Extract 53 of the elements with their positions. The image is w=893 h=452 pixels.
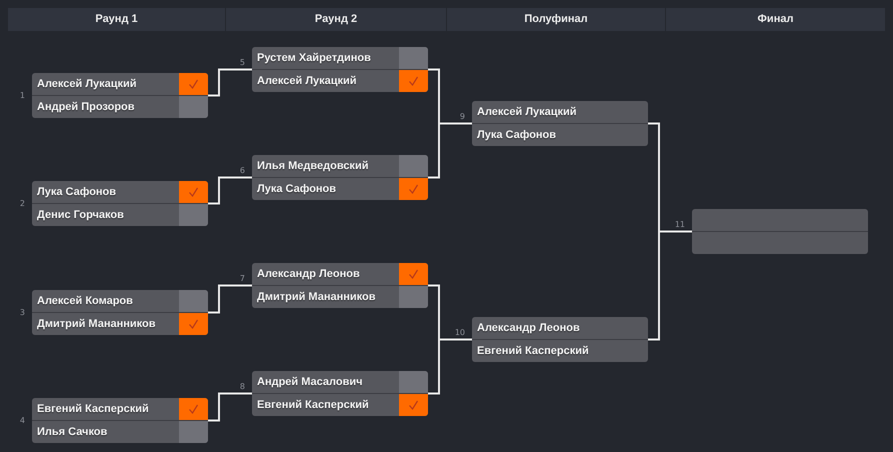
- match-card: [252, 371, 428, 416]
- column-header: Раунд 2: [226, 8, 446, 31]
- match-card: [252, 47, 428, 92]
- match-card: [252, 263, 428, 308]
- player-name: Евгений Касперский: [37, 402, 149, 416]
- match-card: [472, 101, 648, 146]
- player-name: Илья Медведовский: [257, 160, 368, 172]
- bracket-line: [428, 122, 472, 178]
- player-name: Дмитрий Мананников: [37, 318, 156, 330]
- player-name: Евгений Касперский: [477, 344, 589, 358]
- player-name: Андрей Масалович: [257, 376, 362, 388]
- player-name: Алексей Лукацкий: [37, 78, 137, 90]
- match-card: [32, 398, 208, 443]
- player-name: Алексей Комаров: [37, 294, 133, 308]
- bracket-line: [208, 392, 252, 422]
- column-header: Финал: [666, 8, 885, 31]
- match-number: 5: [240, 58, 245, 68]
- column-header: Раунд 1: [8, 8, 225, 31]
- bracket-line: [208, 284, 252, 314]
- column-header: Полуфинал: [447, 8, 665, 31]
- match-number: 4: [20, 416, 25, 426]
- player-name: Денис Горчаков: [37, 208, 124, 222]
- match-number: 1: [20, 90, 25, 100]
- bracket-line: [428, 338, 472, 394]
- match-card: [32, 290, 208, 335]
- match-number: 3: [20, 308, 25, 318]
- match-number: 7: [240, 274, 245, 284]
- bracket-line: [648, 230, 692, 340]
- match-number: 6: [240, 166, 245, 176]
- bracket-line: [208, 68, 252, 96]
- match-card: [252, 155, 428, 200]
- match-number: 11: [674, 220, 685, 230]
- match-card: [32, 181, 208, 226]
- bracket-line: [208, 176, 252, 204]
- match-card: [472, 317, 648, 362]
- player-name: Лука Сафонов: [257, 182, 336, 196]
- match-number: 8: [240, 382, 245, 392]
- player-name: Рустем Хайретдинов: [257, 52, 371, 64]
- player-name: Александр Леонов: [257, 268, 360, 280]
- player-name: Алексей Лукацкий: [257, 74, 357, 88]
- match-card: [692, 209, 868, 254]
- match-card: [32, 73, 208, 118]
- player-name: Дмитрий Мананников: [257, 290, 376, 304]
- player-name: Евгений Касперский: [257, 398, 369, 412]
- match-number: 10: [454, 328, 465, 338]
- player-name: Александр Леонов: [477, 322, 580, 334]
- player-name: Лука Сафонов: [477, 128, 556, 142]
- player-name: Андрей Прозоров: [37, 100, 135, 114]
- player-name: Илья Сачков: [37, 426, 108, 438]
- match-number: 9: [460, 112, 465, 122]
- player-name: Алексей Лукацкий: [477, 106, 577, 118]
- player-name: Лука Сафонов: [37, 186, 116, 198]
- match-number: 2: [20, 198, 25, 208]
